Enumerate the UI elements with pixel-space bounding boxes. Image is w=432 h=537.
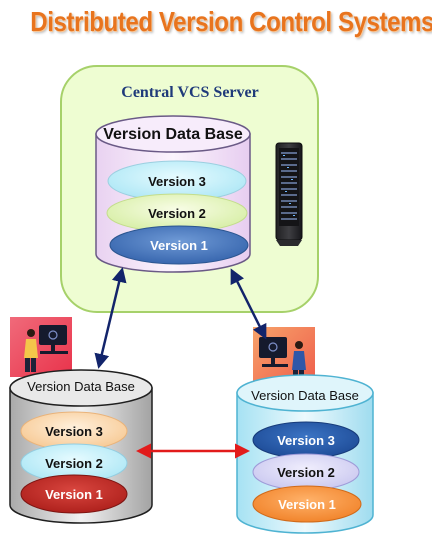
client-right-version-1 xyxy=(252,485,362,523)
diagram-title: Distributed Version Control Systems xyxy=(30,6,432,37)
server-version-3-label: Version 3 xyxy=(148,174,206,189)
server-version-1 xyxy=(109,225,249,265)
client-left-db-label: Version Data Base xyxy=(27,379,135,394)
sync-arrow-server-left xyxy=(94,267,127,369)
client-right-version-1-label: Version 1 xyxy=(278,497,336,512)
client-right-node: Version Data Base Version 3 Version 2 Ve… xyxy=(236,327,374,534)
client-left-node: Version Data Base Version 3 Version 2 Ve… xyxy=(9,317,153,524)
client-left-version-2-label: Version 2 xyxy=(45,456,103,471)
client-left-version-1-label: Version 1 xyxy=(45,487,103,502)
client-right-version-2-label: Version 2 xyxy=(277,465,335,480)
client-left-version-3-label: Version 3 xyxy=(45,424,103,439)
server-label: Central VCS Server xyxy=(121,84,258,101)
client-right-db-label: Version Data Base xyxy=(251,388,359,403)
server-rack-icon xyxy=(275,142,303,246)
server-db-label: Version Data Base xyxy=(103,126,243,143)
developer-computer-icon xyxy=(10,317,72,377)
client-left-version-1 xyxy=(20,474,128,514)
client-right-version-3-label: Version 3 xyxy=(277,433,335,448)
sync-arrow-server-right xyxy=(230,268,267,340)
server-version-2-label: Version 2 xyxy=(148,206,206,221)
server-version-1-label: Version 1 xyxy=(150,238,208,253)
central-server-node: Central VCS Server Version Data Base Ver… xyxy=(60,65,319,313)
server-database: Version Data Base Version 3 Version 2 Ve… xyxy=(95,115,251,273)
